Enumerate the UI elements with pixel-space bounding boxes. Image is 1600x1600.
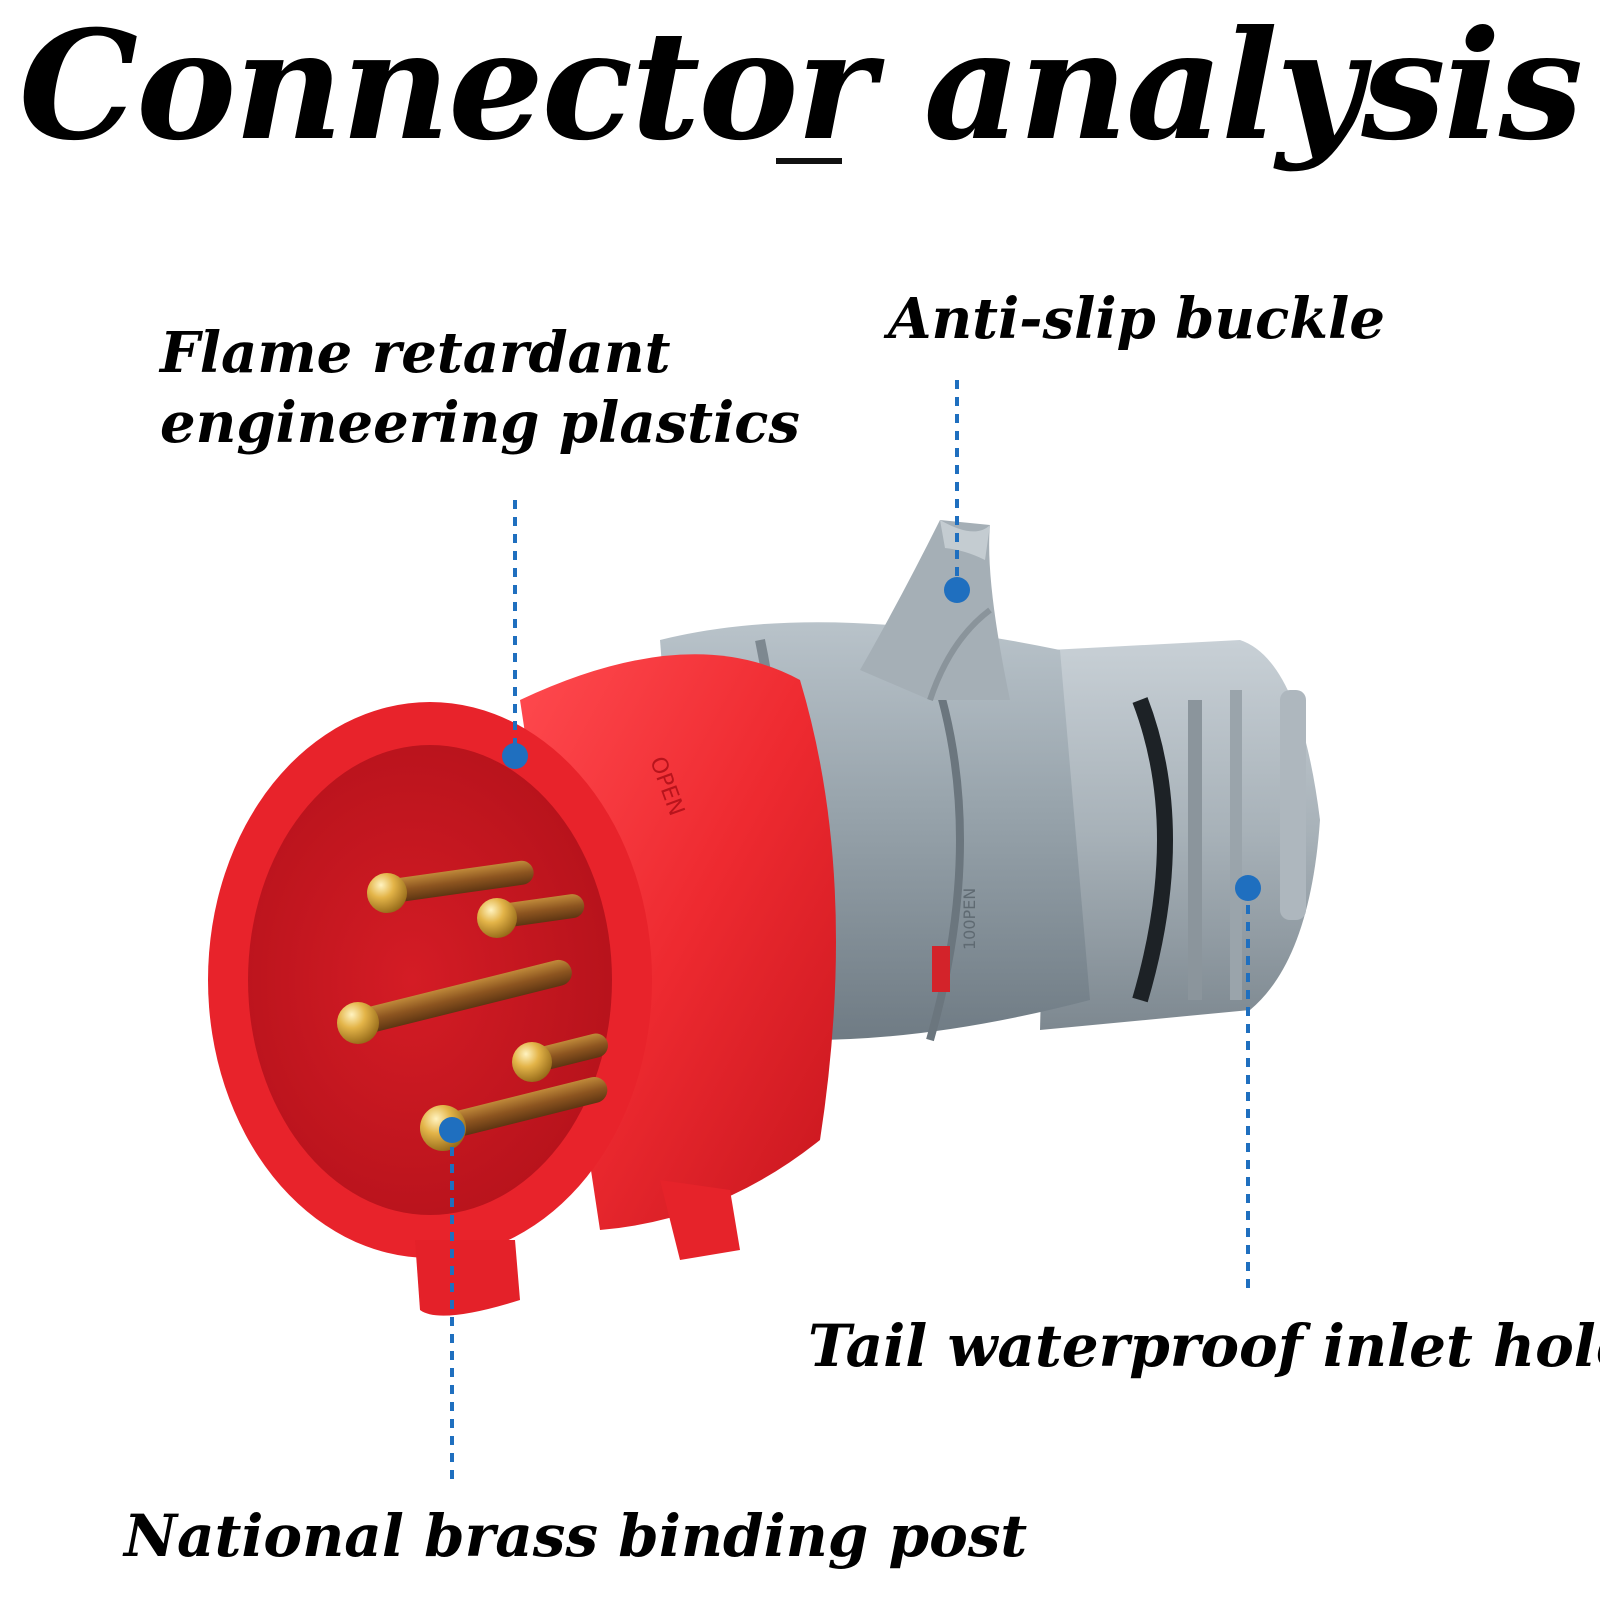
brass-pins bbox=[337, 860, 608, 1151]
callout-leaders bbox=[439, 380, 1261, 1480]
anti-slip-buckle bbox=[860, 520, 1010, 701]
title-underline bbox=[776, 158, 842, 164]
callout-dot-flame bbox=[502, 743, 528, 769]
callout-dot-buckle bbox=[944, 577, 970, 603]
callout-flame-line2: engineering plastics bbox=[160, 390, 800, 456]
callout-anti-slip-buckle: Anti-slip buckle bbox=[888, 286, 1385, 352]
page-title: Connector analysis bbox=[18, 0, 1583, 174]
svg-text:100PEN: 100PEN bbox=[960, 888, 979, 950]
callout-flame-retardant-plastics: Flame retardant engineering plastics bbox=[160, 318, 800, 458]
tail-cap bbox=[1040, 640, 1320, 1030]
callout-dot-brass bbox=[439, 1117, 465, 1143]
callout-tail-waterproof-inlet: Tail waterproof inlet hole bbox=[808, 1312, 1600, 1380]
callout-dot-tail bbox=[1235, 875, 1261, 901]
callout-brass-binding-post: National brass binding post bbox=[124, 1502, 1028, 1570]
callout-flame-line1: Flame retardant bbox=[160, 320, 671, 386]
